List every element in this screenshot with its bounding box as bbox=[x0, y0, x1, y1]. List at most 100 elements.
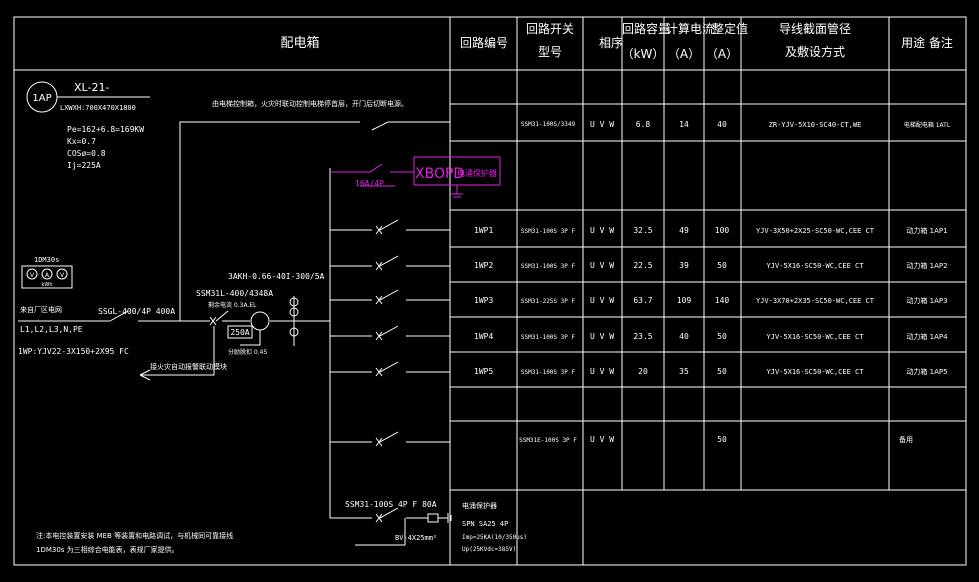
row-ia: 39 bbox=[679, 261, 689, 270]
row-set: 100 bbox=[715, 226, 730, 235]
row-ia: 40 bbox=[679, 332, 689, 341]
main-switch-label: SSGL-400/4P 400A bbox=[98, 307, 175, 316]
header-wire-l1: 导线截面管径 bbox=[779, 21, 851, 36]
incoming-label: 来自厂区电网 bbox=[20, 305, 62, 314]
row-kw: 20 bbox=[638, 367, 648, 376]
ct-icon bbox=[250, 311, 270, 331]
header-set-l2: （A） bbox=[706, 47, 738, 61]
row-ia: 35 bbox=[679, 367, 689, 376]
row-no: 1WP4 bbox=[474, 332, 493, 341]
header-circuit-no: 回路编号 bbox=[460, 35, 508, 50]
row-kw: 63.7 bbox=[633, 296, 652, 305]
ammeter-icon bbox=[41, 268, 53, 280]
meter-v-2: V bbox=[60, 272, 65, 279]
row-3: 1WP3 SSM31-225S 3P F U V W 63.7 109 140 … bbox=[474, 296, 948, 305]
drawing-frame bbox=[13, 16, 967, 566]
panel-cos: COSø=0.8 bbox=[67, 149, 106, 158]
bottom-spd-circuit bbox=[330, 507, 428, 523]
bottom-switch-label: SSM31-100S 4P F 80A bbox=[345, 500, 437, 509]
main-line bbox=[18, 310, 330, 322]
row-switch: SSM31-225S 3P F bbox=[521, 298, 576, 305]
row-2: 1WP2 SSM31-100S 3P F U V W 22.5 39 50 YJ… bbox=[474, 261, 948, 270]
row-wire: YJV-3X70+2X35-SC50-WC,CEE CT bbox=[756, 297, 875, 305]
panel-ij: Ij=225A bbox=[67, 161, 101, 170]
header-wire-l2: 及敷设方式 bbox=[785, 44, 845, 59]
header-cap-l1: 回路容量 bbox=[622, 21, 670, 36]
row-use: 动力箱 1AP5 bbox=[906, 367, 947, 376]
table-columns bbox=[449, 17, 890, 565]
fire-control-note: 由电梯控制箱，火灾时联动控制电梯停首层，开门后切断电源。 bbox=[212, 99, 408, 108]
row-no: 1WP3 bbox=[474, 296, 493, 305]
row-switch: SSM31-100S 3P F bbox=[521, 228, 576, 235]
row-0: SSM31-100S/3349 U V W 6.8 14 40 ZR-YJV-5… bbox=[521, 120, 951, 129]
header-switch-l1: 回路开关 bbox=[526, 21, 574, 36]
panel-kx: Kx=0.7 bbox=[67, 137, 96, 146]
row-switch: SSM31E-100S 3P F bbox=[519, 437, 577, 444]
row-6: SSM31E-100S 3P F U V W 50 备用 bbox=[519, 435, 913, 444]
row-switch: SSM31-100S 3P F bbox=[521, 334, 576, 341]
rcd-label: 剩余电流 0.3A.EL bbox=[208, 301, 257, 309]
row-1: 1WP1 SSM31-100S 3P F U V W 32.5 49 100 Y… bbox=[474, 226, 948, 235]
spd-spec-title: 电涌保护器 bbox=[462, 501, 497, 510]
spd-box-label: XBOPD bbox=[415, 166, 464, 182]
shunt-label: 分励脱扣 0.45 bbox=[228, 348, 267, 356]
row-phase: U V W bbox=[590, 261, 614, 270]
spd-box-sub: 电涌保护器 bbox=[457, 168, 497, 178]
row-set: 40 bbox=[717, 120, 727, 129]
header-phase: 相序 bbox=[599, 35, 623, 50]
header-cap-l2: （kW） bbox=[622, 47, 665, 61]
ct-spec: 3AKH-0.66-40I-300/5A bbox=[228, 272, 325, 281]
row-phase: U V W bbox=[590, 226, 614, 235]
spd-switch: 16A/4P bbox=[355, 179, 384, 188]
note-1: 注:本电控装置安装 MEB 等装置和电路调试，与机械同可靠接线 bbox=[36, 531, 233, 540]
row-wire: YJV-5X16-SC50-WC,CEE CT bbox=[767, 333, 865, 341]
fire-alarm-note: 接火灾自动报警联动模块 bbox=[150, 362, 227, 371]
panel-id: 1AP bbox=[32, 93, 51, 104]
row-4: 1WP4 SSM31-100S 3P F U V W 23.5 40 50 YJ… bbox=[474, 332, 948, 341]
branch-feeders bbox=[330, 219, 450, 447]
row-use: 电梯配电箱 1ATL bbox=[904, 121, 951, 129]
row-use: 动力箱 1AP1 bbox=[906, 226, 947, 235]
row-wire: YJV-3X50+2X25-SC50-WC,CEE CT bbox=[756, 227, 875, 235]
row-switch: SSM31-100S/3349 bbox=[521, 121, 576, 128]
row-no: 1WP2 bbox=[474, 261, 493, 270]
spd-spec-imp: Imp=25KA(10/350us) bbox=[462, 534, 527, 541]
rating-box bbox=[227, 325, 253, 339]
elevator-feeder bbox=[179, 121, 450, 321]
panel-pe: Pe=162+6.8=169KW bbox=[67, 125, 144, 134]
row-set: 140 bbox=[715, 296, 730, 305]
row-set: 50 bbox=[717, 435, 727, 444]
row-use: 动力箱 1AP4 bbox=[906, 332, 948, 341]
row-set: 50 bbox=[717, 332, 727, 341]
fire-alarm-arrow bbox=[139, 326, 215, 381]
header-use: 用途 备注 bbox=[901, 35, 953, 50]
incoming-cable: 1WP:YJV22-3X150+2X95 FC bbox=[18, 347, 129, 356]
spd-spec-type: SPN SA25 4P bbox=[462, 520, 508, 528]
main-breaker-icon bbox=[209, 316, 217, 326]
ct-label: SSM31L-400/4348A bbox=[196, 289, 273, 298]
row-switch: SSM31-100S 3P F bbox=[521, 263, 576, 270]
panel-model: LXWXH:700X470X1800 bbox=[60, 104, 136, 112]
row-use: 动力箱 1AP2 bbox=[906, 261, 947, 270]
header-switch-l2: 型号 bbox=[538, 45, 562, 59]
panel-name: XL-21- bbox=[74, 81, 109, 94]
row-ia: 14 bbox=[679, 120, 689, 129]
row-phase: U V W bbox=[590, 120, 614, 129]
row-phase: U V W bbox=[590, 332, 614, 341]
meter-a: A bbox=[45, 272, 50, 279]
row-wire: ZR-YJV-5X10-SC40-CT,WE bbox=[769, 121, 862, 129]
row-ia: 109 bbox=[677, 296, 692, 305]
earth-icon bbox=[438, 513, 452, 523]
spd-branch bbox=[330, 163, 414, 173]
main-breaker-contact bbox=[215, 310, 229, 322]
bottom-spd-element bbox=[427, 513, 439, 523]
voltmeter-icon-2 bbox=[56, 268, 68, 280]
voltmeter-icon bbox=[26, 268, 38, 280]
row-use: 动力箱 1AP3 bbox=[906, 296, 947, 305]
earth-lead bbox=[355, 518, 406, 546]
spd-spec-up: Up(25KVdc=385V) bbox=[462, 546, 516, 553]
row-ia: 49 bbox=[679, 226, 689, 235]
row-kw: 22.5 bbox=[633, 261, 652, 270]
rating-label: 250A bbox=[230, 328, 249, 337]
